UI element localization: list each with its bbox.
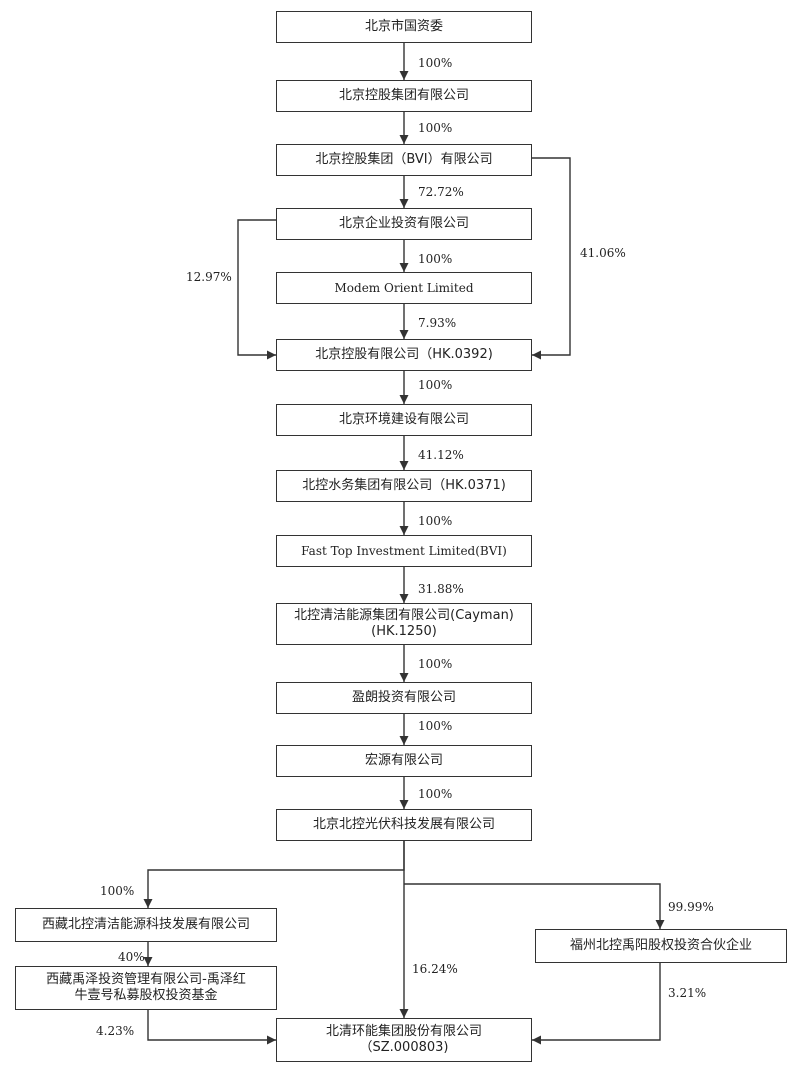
- arrowhead-e13: [399, 736, 409, 745]
- edge-label-e3: 72.72%: [418, 185, 464, 199]
- node-fast-top-investment: Fast Top Investment Limited(BVI): [276, 535, 532, 567]
- arrowhead-e5: [399, 330, 409, 339]
- node-beijing-environment-construction: 北京环境建设有限公司: [276, 404, 532, 436]
- edge-e19: [147, 1010, 276, 1041]
- arrowhead-e14: [399, 800, 409, 809]
- edge-label-e18: 40%: [118, 950, 145, 964]
- arrowhead-e1: [399, 71, 409, 80]
- edge-e20: [532, 963, 661, 1041]
- arrowhead-e15: [143, 899, 153, 908]
- edge-label-e9: 41.12%: [418, 448, 464, 462]
- edge-label-e4: 100%: [418, 252, 453, 266]
- arrowhead-e6: [267, 350, 276, 360]
- arrowhead-e3: [399, 199, 409, 208]
- edge-e7: [532, 157, 571, 356]
- edge-e6: [237, 219, 276, 356]
- edge-label-e2: 100%: [418, 121, 453, 135]
- node-yinglang-investment: 盈朗投资有限公司: [276, 682, 532, 714]
- edge-label-e10: 100%: [418, 514, 453, 528]
- edge-label-e8: 100%: [418, 378, 453, 392]
- edge-label-e16: 99.99%: [668, 900, 714, 914]
- arrowhead-e7: [532, 350, 541, 360]
- arrowhead-e11: [399, 594, 409, 603]
- node-beijing-holding-group-bvi: 北京控股集团（BVI）有限公司: [276, 144, 532, 176]
- edge-e15: [147, 841, 405, 908]
- edge-e16: [404, 883, 661, 929]
- edge-label-e11: 31.88%: [418, 582, 464, 596]
- node-beijing-bk-pv-tech: 北京北控光伏科技发展有限公司: [276, 809, 532, 841]
- edge-label-e19: 4.23%: [96, 1024, 135, 1038]
- edge-label-e5: 7.93%: [418, 316, 457, 330]
- node-beijing-holding-group: 北京控股集团有限公司: [276, 80, 532, 112]
- node-bewg-hk0371: 北控水务集团有限公司（HK.0371): [276, 470, 532, 502]
- edge-label-e12: 100%: [418, 657, 453, 671]
- edge-label-e1: 100%: [418, 56, 453, 70]
- node-tibet-yuze-fund: 西藏禹泽投资管理有限公司-禹泽红 牛壹号私募股权投资基金: [15, 966, 277, 1010]
- arrowhead-e19: [267, 1035, 276, 1045]
- node-beijing-enterprises-investment: 北京企业投资有限公司: [276, 208, 532, 240]
- edge-label-e17: 16.24%: [412, 962, 458, 976]
- node-beijing-enterprises-hk0392: 北京控股有限公司（HK.0392): [276, 339, 532, 371]
- node-tibet-bce-tech: 西藏北控清洁能源科技发展有限公司: [15, 908, 277, 942]
- node-beijing-sasac: 北京市国资委: [276, 11, 532, 43]
- arrowhead-e16: [655, 920, 665, 929]
- arrowhead-e18: [143, 957, 153, 966]
- node-beiqing-huanneng-sz000803: 北清环能集团股份有限公司 （SZ.000803): [276, 1018, 532, 1062]
- edge-label-e13: 100%: [418, 719, 453, 733]
- arrowhead-e2: [399, 135, 409, 144]
- edge-label-e15: 100%: [100, 884, 135, 898]
- arrowhead-e10: [399, 526, 409, 535]
- edge-label-e14: 100%: [418, 787, 453, 801]
- arrowhead-e12: [399, 673, 409, 682]
- edge-label-e6: 12.97%: [186, 270, 232, 284]
- node-modem-orient-limited: Modem Orient Limited: [276, 272, 532, 304]
- arrowhead-e17: [399, 1009, 409, 1018]
- node-bce-cayman-hk1250: 北控清洁能源集团有限公司(Cayman) (HK.1250): [276, 603, 532, 645]
- edge-label-e20: 3.21%: [668, 986, 707, 1000]
- node-fuzhou-bk-yuyang-partnership: 福州北控禹阳股权投资合伙企业: [535, 929, 787, 963]
- arrowhead-e20: [532, 1035, 541, 1045]
- arrowhead-e4: [399, 263, 409, 272]
- arrowhead-e9: [399, 461, 409, 470]
- arrowhead-e8: [399, 395, 409, 404]
- node-hongyuan: 宏源有限公司: [276, 745, 532, 777]
- edge-label-e7: 41.06%: [580, 246, 626, 260]
